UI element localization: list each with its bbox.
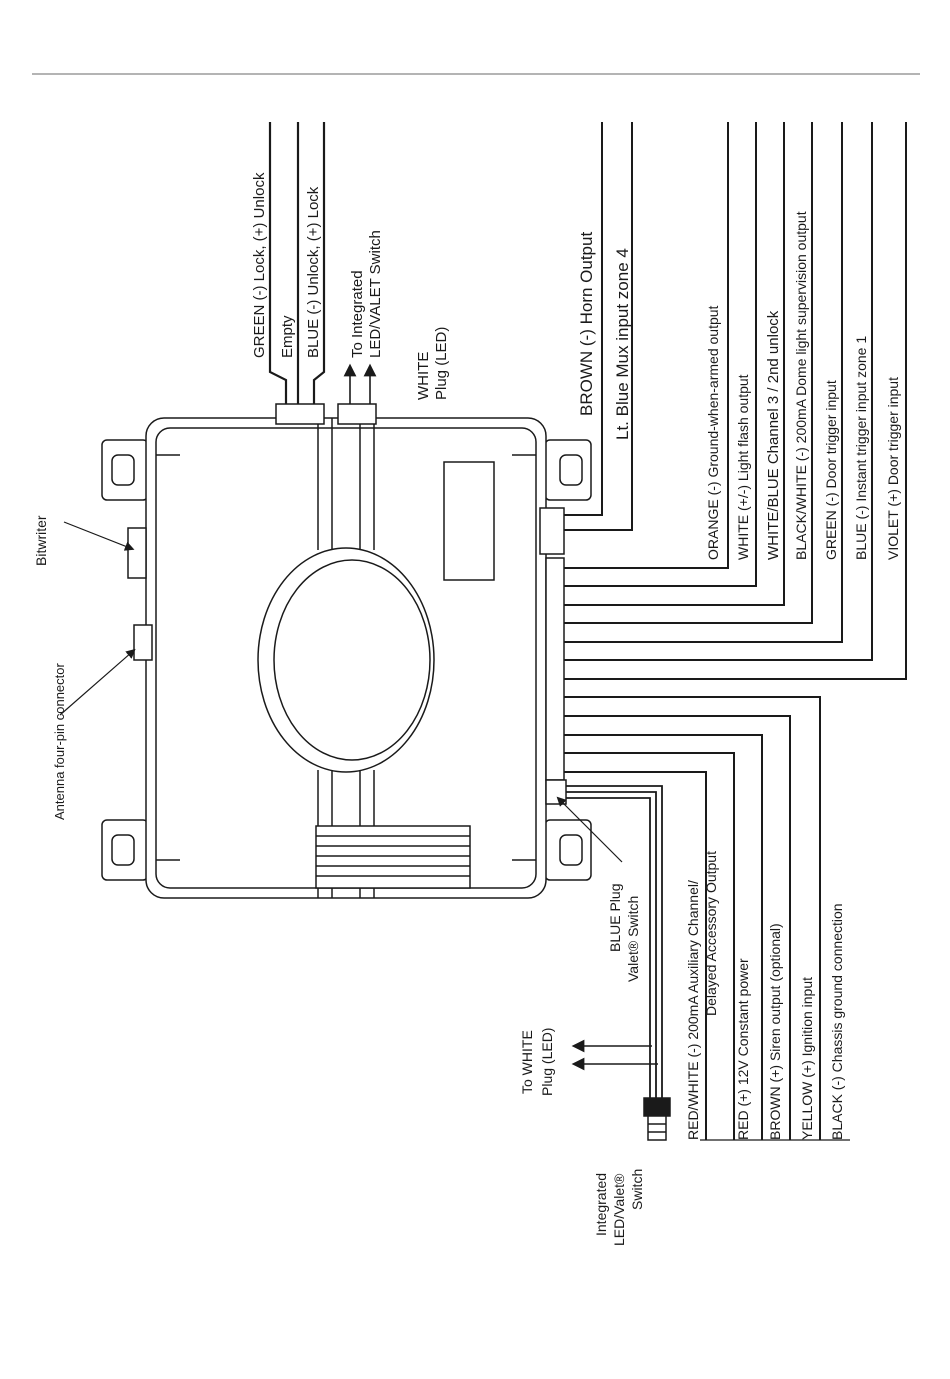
label-blue-plug-2: Valet® Switch: [625, 896, 641, 982]
label-to-integrated-1: To Integrated: [349, 270, 366, 358]
label-red-white-1: RED/WHITE (-) 200mA Auxiliary Channel/: [685, 880, 701, 1140]
label-white-plug-1: WHITE: [415, 352, 432, 400]
label-to-white-1: To WHITE: [519, 1030, 535, 1094]
label-red-white-2: Delayed Accessory Output: [703, 851, 719, 1016]
right-wires: [564, 122, 907, 680]
label-to-integrated-2: LED/VALET Switch: [367, 230, 384, 358]
label-white: WHITE (+/-) Light flash output: [735, 374, 751, 560]
label-white-blue: WHITE/BLUE Channel 3 / 2nd unlock: [765, 310, 782, 560]
label-integrated-1: Integrated: [593, 1173, 609, 1236]
label-blue-unlock: BLUE (-) Unlock, (+) Lock: [305, 186, 322, 358]
label-bitwriter: Bitwriter: [33, 515, 49, 566]
label-integrated-2: LED/Valet®: [611, 1173, 627, 1246]
label-yellow: YELLOW (+) Ignition input: [799, 977, 815, 1140]
label-black: BLACK (-) Chassis ground connection: [829, 903, 845, 1140]
bottom-wire-labels: RED/WHITE (-) 200mA Auxiliary Channel/ D…: [685, 851, 845, 1140]
top-wires: [268, 122, 633, 531]
label-white-plug-2: Plug (LED): [433, 327, 450, 400]
label-violet: VIOLET (+) Door trigger input: [885, 377, 901, 560]
bottom-wires: [564, 696, 850, 1141]
callout-leaders: [59, 521, 623, 863]
valet-switch: [643, 1097, 671, 1141]
alarm-module: [101, 403, 592, 899]
label-brown-horn: BROWN (-) Horn Output: [577, 232, 596, 416]
label-antenna: Antenna four-pin connector: [52, 663, 67, 820]
label-lt-blue-mux: Lt. Blue Mux input zone 4: [613, 248, 632, 440]
label-green-door: GREEN (-) Door trigger input: [823, 380, 839, 560]
label-empty: Empty: [279, 315, 296, 358]
label-black-white: BLACK/WHITE (-) 200mA Dome light supervi…: [793, 211, 809, 560]
right-wire-labels: ORANGE (-) Ground-when-armed output WHIT…: [705, 211, 901, 560]
label-to-white-2: Plug (LED): [539, 1028, 555, 1096]
label-integrated-3: Switch: [629, 1169, 645, 1210]
label-blue-instant: BLUE (-) Instant trigger input zone 1: [853, 336, 869, 560]
label-green-lock: GREEN (-) Lock, (+) Unlock: [251, 172, 268, 358]
label-orange: ORANGE (-) Ground-when-armed output: [705, 305, 721, 560]
label-red: RED (+) 12V Constant power: [735, 958, 751, 1140]
callout-labels: Bitwriter Antenna four-pin connector BLU…: [33, 515, 645, 1246]
label-brown-siren: BROWN (+) Siren output (optional): [767, 923, 783, 1140]
label-blue-plug-1: BLUE Plug: [607, 884, 623, 952]
